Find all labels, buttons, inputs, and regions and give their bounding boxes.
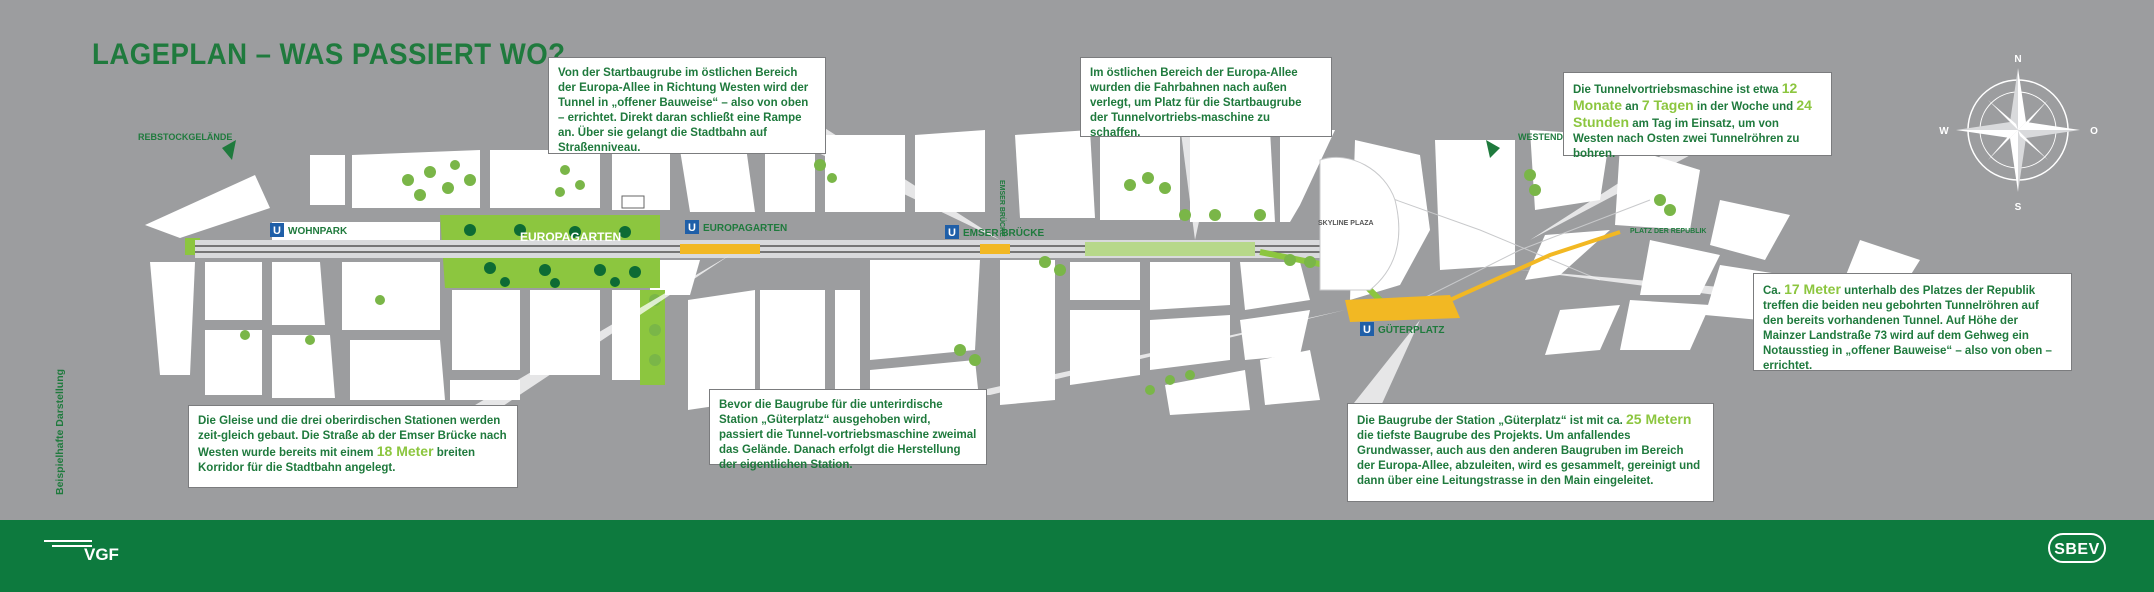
callout-platz-der-republik: Ca. 17 Meter unterhalb des Platzes der R…	[1753, 273, 2072, 372]
highlight-depth: 25 Metern	[1626, 411, 1692, 427]
callout-text: Die Gleise und die drei oberirdischen St…	[198, 415, 507, 459]
callout-text: Die Tunnelvortriebsmaschine ist etwa	[1573, 84, 1782, 96]
vgf-logo-text: VGF	[84, 545, 119, 562]
svg-text:U: U	[1363, 324, 1371, 336]
arrow-westend-icon	[1486, 140, 1500, 158]
station-name: EUROPAGARTEN	[703, 223, 787, 234]
compass-rose: N S W O	[1939, 54, 2098, 213]
site-map: N S W O REBSTOCKGELÄNDE WESTEND EUROPAGA…	[138, 54, 2098, 415]
station-europagarten: U EUROPAGARTEN	[685, 220, 787, 234]
callout-gleise: Die Gleise und die drei oberirdischen St…	[188, 405, 518, 488]
callout-text: Bevor die Baugrube für die unterirdische…	[719, 399, 977, 471]
callout-text: an	[1622, 101, 1642, 113]
label-europagarten-park: EUROPAGARTEN	[520, 230, 621, 244]
trees	[240, 159, 1676, 395]
callout-startbaugrube: Von der Startbaugrube im östlichen Berei…	[548, 57, 826, 154]
station-emser-bruecke: U EMSER BRÜCKE	[945, 225, 1044, 239]
skyline-plaza	[1319, 156, 1400, 291]
arrow-rebstock-icon	[222, 140, 236, 160]
vgf-logo: VGF	[44, 540, 119, 562]
station-name: GÜTERPLATZ	[1378, 323, 1444, 336]
callout-text: Von der Startbaugrube im östlichen Berei…	[558, 67, 809, 154]
tram-corridor	[195, 240, 1385, 323]
callout-tunnelvortriebsmaschine: Die Tunnelvortriebsmaschine ist etwa 12 …	[1563, 72, 1832, 160]
callout-text: Die Baugrube der Station „Güterplatz“ is…	[1357, 415, 1627, 427]
station-wohnpark: U WOHNPARK	[270, 223, 348, 237]
highlight-width: 18 Meter	[376, 443, 434, 459]
callout-text: in der Woche und	[1693, 101, 1797, 113]
highlight-hours: 24 Stunden	[1573, 97, 1812, 130]
highlight-duration: 12 Monate	[1573, 80, 1798, 113]
callout-text: unterhalb des Platzes der Republik treff…	[1763, 285, 2052, 372]
city-blocks	[145, 130, 1920, 415]
compass-w: W	[1939, 126, 1949, 137]
station-name: EMSER BRÜCKE	[963, 226, 1044, 239]
gueterplatz-pit	[1345, 295, 1460, 322]
callout-text: am Tag im Einsatz, um von Westen nach Os…	[1573, 118, 1800, 160]
callout-station-gueterplatz: Bevor die Baugrube für die unterirdische…	[709, 389, 987, 471]
sbev-logo: SBEV	[2048, 533, 2106, 563]
label-emser-bruecke-street: EMSER BRÜCKE	[998, 180, 1007, 237]
callout-text: Im östlichen Bereich der Europa-Allee wu…	[1090, 67, 1302, 139]
svg-text:U: U	[948, 227, 956, 239]
callout-baugrube-gueterplatz: Die Baugrube der Station „Güterplatz“ is…	[1347, 403, 1714, 502]
footer-bar	[0, 520, 2154, 592]
station-gueterplatz: U GÜTERPLATZ	[1360, 322, 1444, 336]
callout-text: Ca.	[1763, 285, 1785, 297]
page-title: LAGEPLAN – WAS PASSIERT WO?	[92, 38, 566, 71]
highlight-depth: 17 Meter	[1784, 281, 1841, 297]
label-skyline-plaza: SKYLINE PLAZA	[1318, 220, 1374, 227]
callout-fahrbahnen: Im östlichen Bereich der Europa-Allee wu…	[1080, 57, 1332, 139]
compass-s: S	[2015, 202, 2022, 213]
side-note: Beispielhafte Darstellung	[54, 368, 66, 495]
callout-text: breiten Korridor für die Stadtbahn angel…	[198, 447, 476, 474]
label-rebstock: REBSTOCKGELÄNDE	[138, 132, 232, 142]
svg-text:U: U	[688, 222, 696, 234]
svg-text:U: U	[273, 225, 281, 237]
station-name: WOHNPARK	[288, 226, 348, 237]
label-platz-republik: PLATZ DER REPUBLIK	[1630, 228, 1706, 235]
compass-o: O	[2090, 126, 2098, 137]
callout-text: die tiefste Baugrube des Projekts. Um an…	[1357, 430, 1701, 487]
label-westend: WESTEND	[1518, 132, 1564, 142]
compass-n: N	[2014, 54, 2021, 65]
truck-icon	[621, 195, 645, 209]
highlight-days: 7 Tagen	[1641, 97, 1694, 113]
